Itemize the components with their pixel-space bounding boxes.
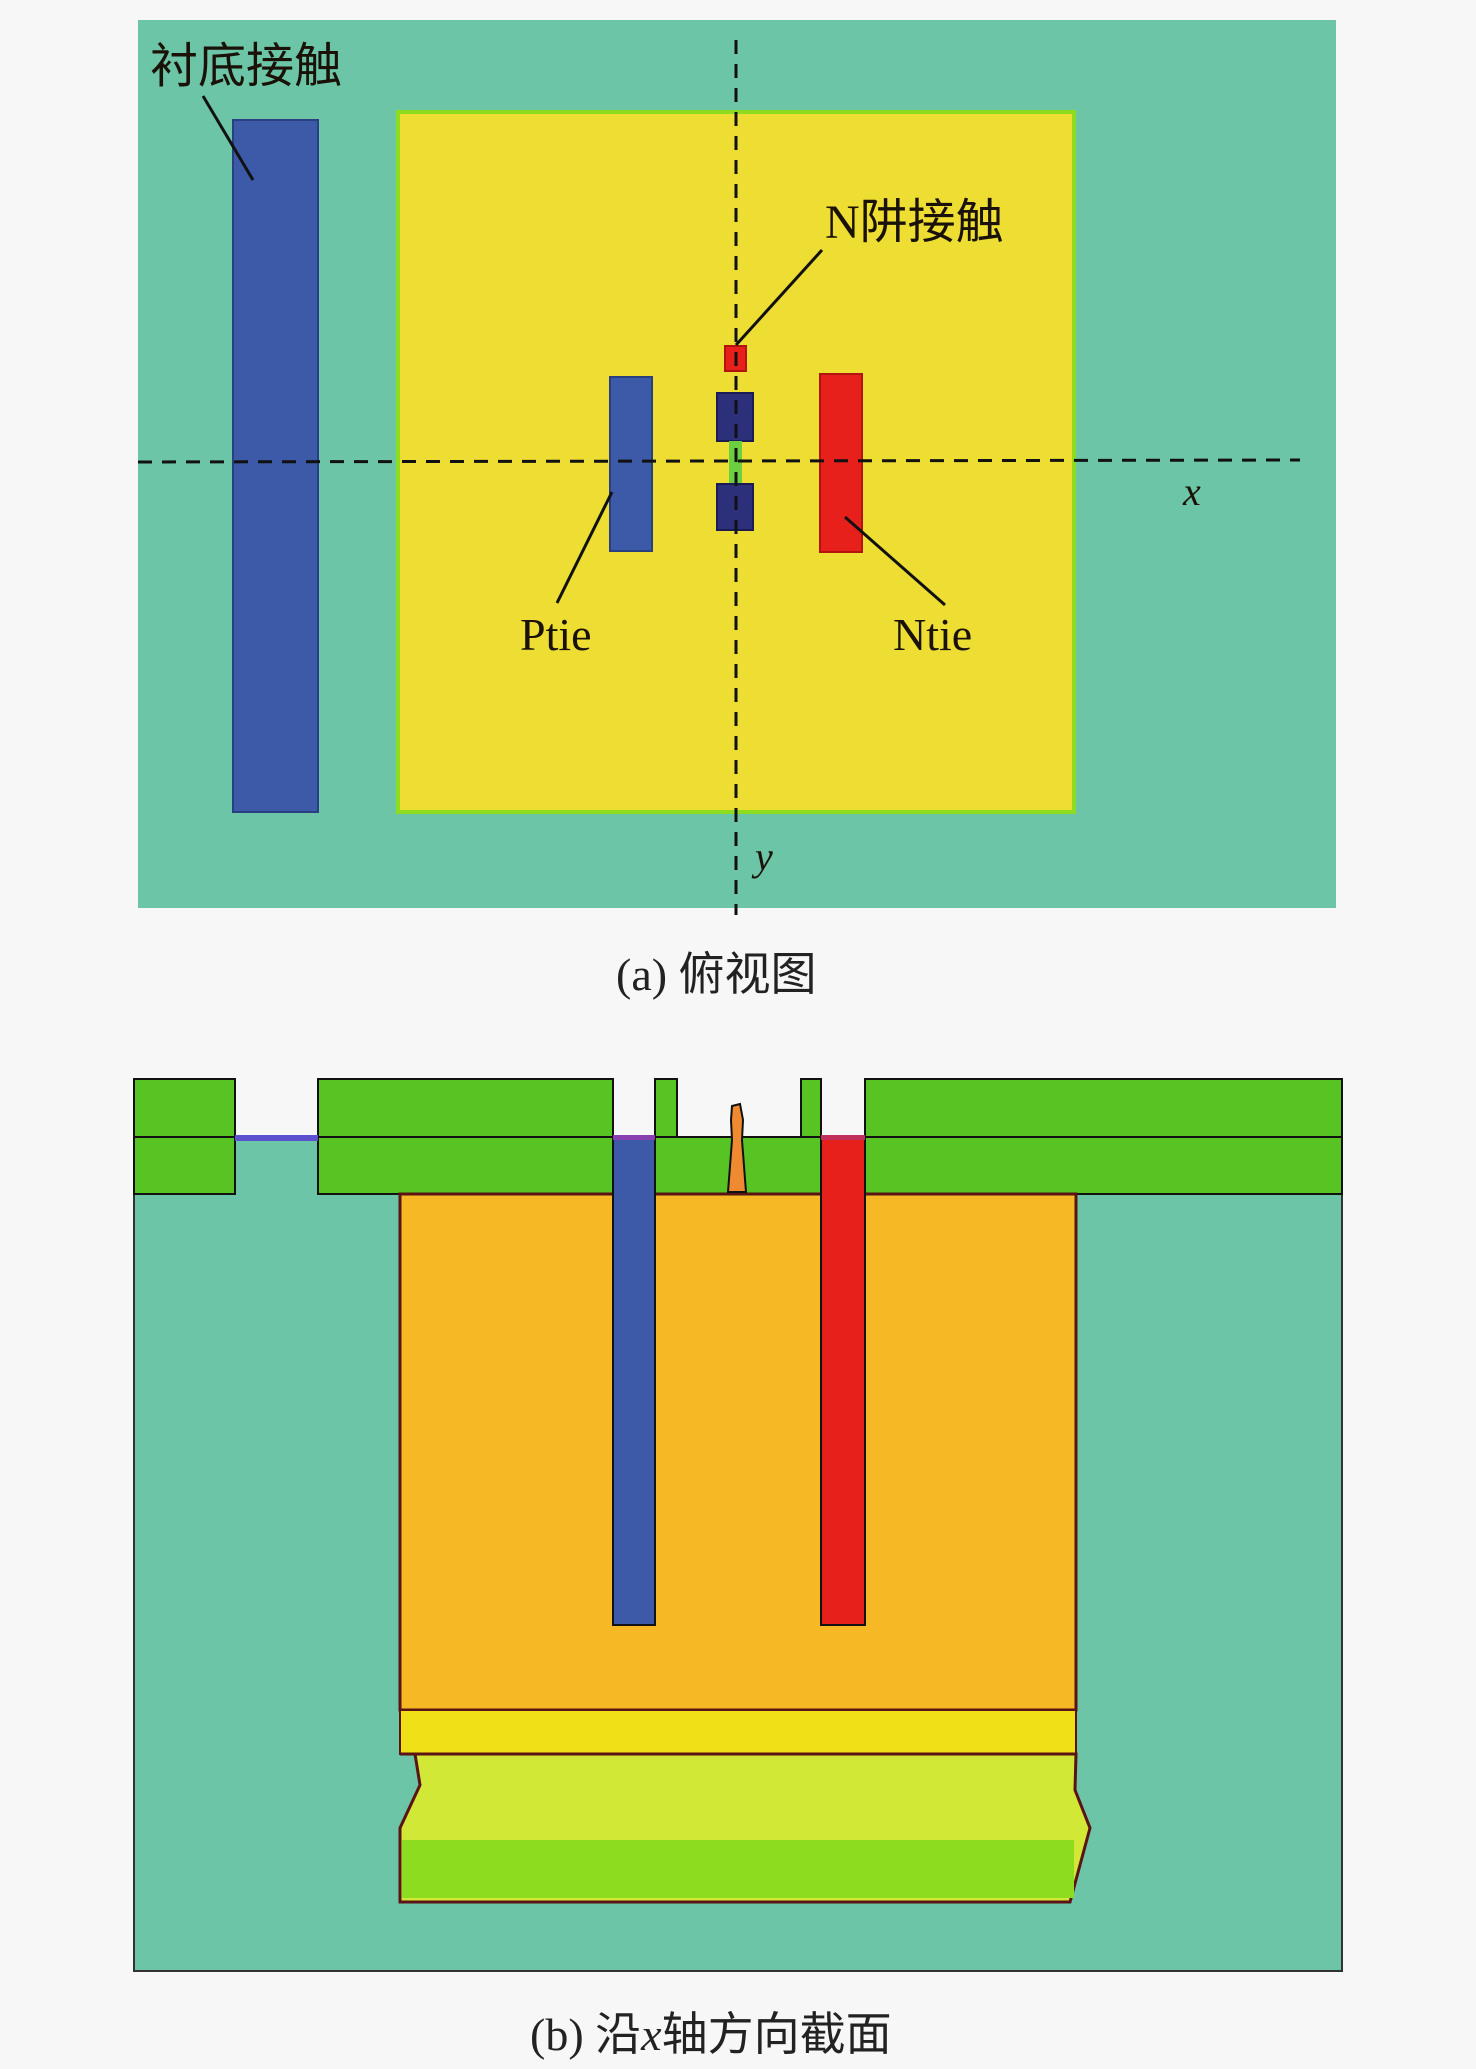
caption-b: (b) 沿x轴方向截面	[530, 2009, 892, 2060]
x-axis-dashed-line	[137, 458, 1301, 464]
caption-a: (a) 俯视图	[616, 949, 817, 1000]
oxide-block	[133, 1136, 236, 1195]
oxide-block	[317, 1078, 614, 1138]
oxide-block	[133, 1078, 236, 1138]
ntie-pillar	[820, 1136, 866, 1626]
x-axis-label: x	[1182, 469, 1201, 514]
substrate-contact-leader	[201, 95, 255, 181]
substrate-contact-label: 衬底接触	[150, 40, 342, 93]
ntie-label: Ntie	[893, 609, 972, 660]
oxide-block	[654, 1078, 678, 1138]
top-view-panel: 衬底接触 N阱接触 Ptie Ntie x y	[137, 20, 1336, 915]
channel-strip	[729, 441, 742, 484]
oxide-block	[864, 1078, 1343, 1138]
nwell-section	[398, 1192, 1078, 1712]
ntie-bar	[819, 373, 863, 553]
ptie-pillar	[612, 1136, 656, 1626]
ntie-leader	[844, 515, 946, 607]
substrate-via-strip	[235, 1135, 318, 1141]
ptie-bar	[609, 376, 653, 552]
oxide-block	[800, 1078, 822, 1138]
ptie-leader	[555, 491, 614, 604]
oxide-block	[864, 1136, 1343, 1195]
caption-b-prefix: (b) 沿	[530, 2009, 641, 2060]
poly-gate	[726, 1102, 748, 1193]
caption-b-axis: x	[640, 2009, 662, 2060]
nwell-contact-label: N阱接触	[825, 196, 1004, 249]
oxide-block	[317, 1136, 614, 1195]
substrate-contact-bar	[232, 119, 319, 813]
oxide-layers	[133, 1078, 1343, 1195]
deep-region-top-band	[399, 1709, 1077, 1755]
caption-b-suffix: 轴方向截面	[662, 2009, 892, 2060]
deep-region-bottom-band	[402, 1840, 1074, 1898]
ntie-top-strip	[821, 1135, 865, 1140]
nwell-contact-leader	[734, 248, 824, 347]
cross-section-panel	[133, 1078, 1343, 1972]
ptie-top-strip	[613, 1135, 655, 1140]
y-axis-label: y	[751, 834, 773, 879]
ptie-label: Ptie	[520, 609, 592, 660]
